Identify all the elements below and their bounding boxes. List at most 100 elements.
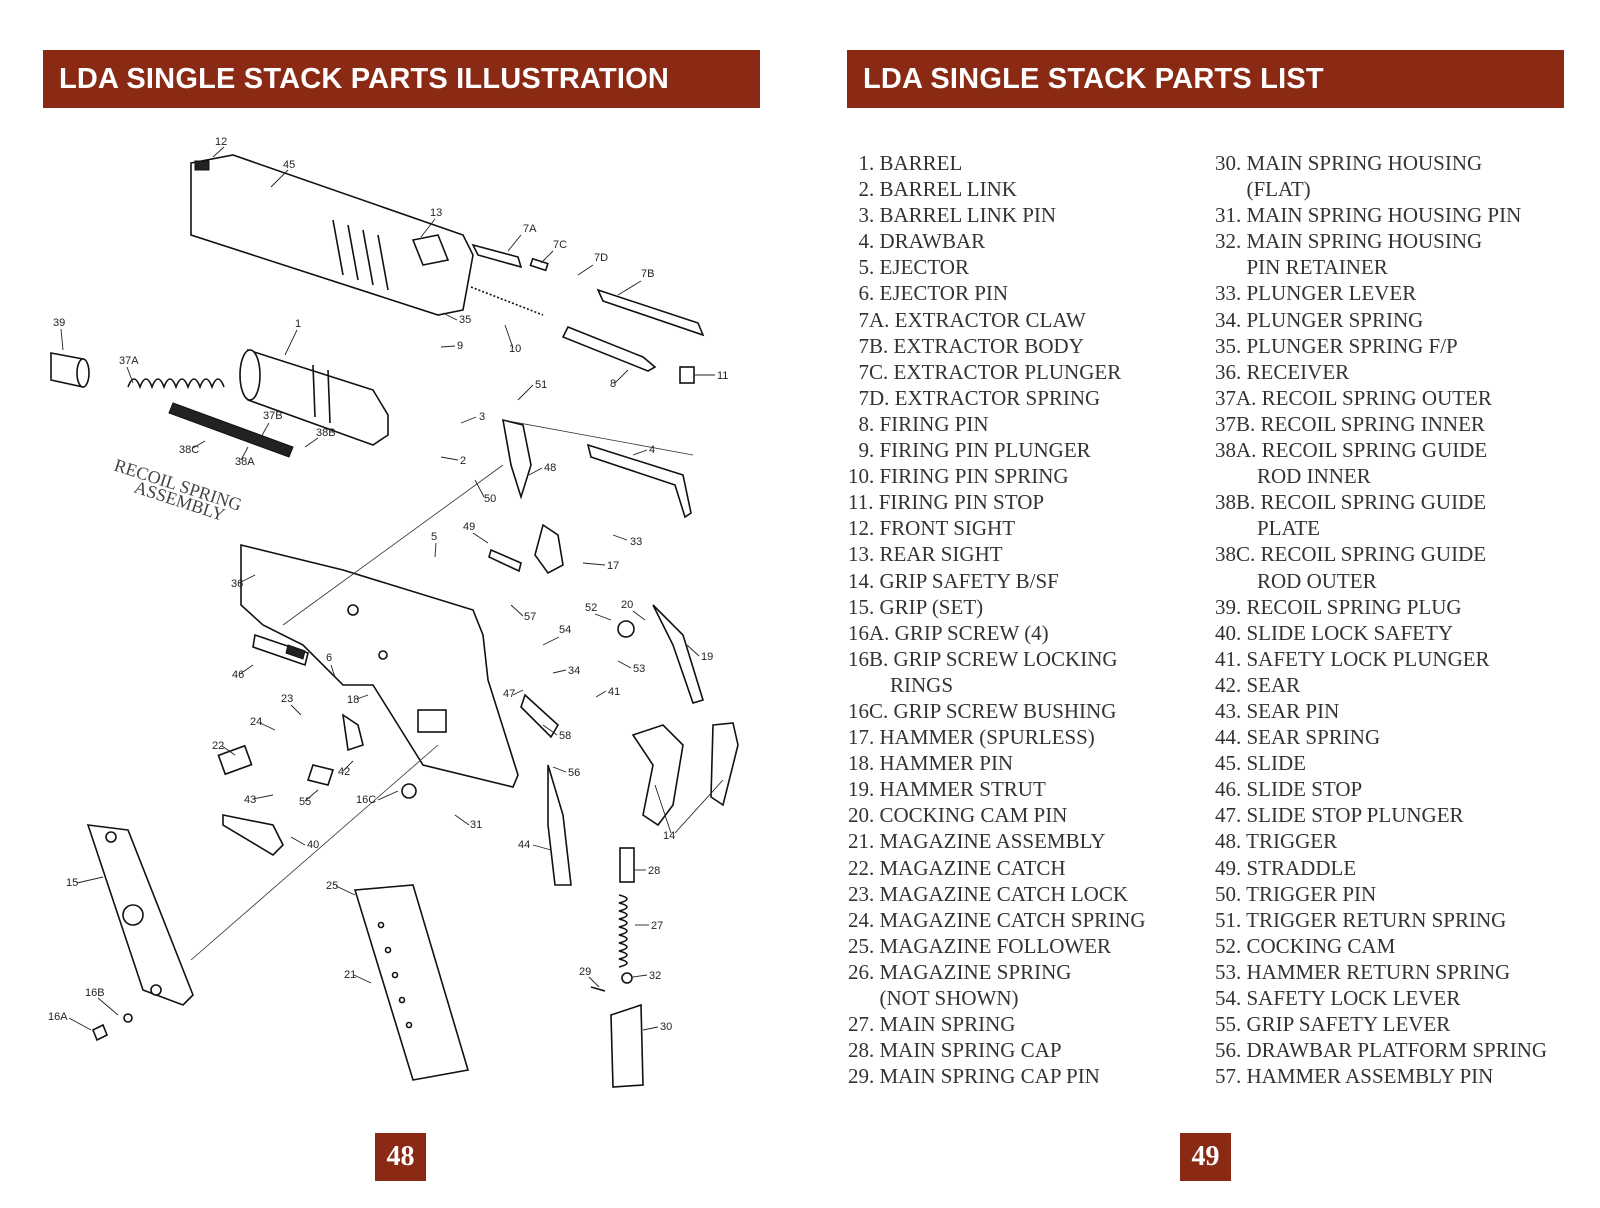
callout-35: 35 (459, 314, 471, 326)
parts-list-item: 42. SEAR (1215, 672, 1301, 697)
parts-list-item: (FLAT) (1215, 177, 1311, 202)
callout-17: 17 (607, 560, 619, 572)
callout-51: 51 (535, 379, 547, 391)
callout-36: 36 (231, 578, 243, 590)
parts-list-item: ROD INNER (1215, 464, 1371, 489)
parts-list-item: 32. MAIN SPRING HOUSING (1215, 229, 1483, 254)
callout-15: 15 (66, 877, 78, 889)
callout-7B: 7B (641, 268, 654, 280)
callout-47: 47 (503, 688, 515, 700)
parts-list-item: 23. MAGAZINE CATCH LOCK (848, 881, 1128, 906)
callout-6: 6 (326, 652, 332, 664)
callout-38B: 38B (316, 427, 336, 439)
callout-20: 20 (621, 599, 633, 611)
callout-7C: 7C (553, 239, 567, 251)
parts-list-item: 17. HAMMER (SPURLESS) (848, 725, 1095, 750)
callout-32: 32 (649, 970, 661, 982)
parts-list-item: 33. PLUNGER LEVER (1215, 281, 1417, 306)
parts-list-item: 53. HAMMER RETURN SPRING (1215, 959, 1511, 984)
parts-list-item: 15. GRIP (SET) (848, 594, 984, 619)
barrel-part (239, 348, 389, 446)
page-number-right: 49 (1180, 1133, 1231, 1181)
parts-list-item: 28. MAIN SPRING CAP (848, 1038, 1062, 1063)
parts-list-column-1: 1. BARREL 2. BARREL LINK 3. BARREL LINK … (848, 150, 1146, 1089)
parts-list-item: 56. DRAWBAR PLATFORM SPRING (1215, 1038, 1548, 1063)
parts-list-item: 49. STRADDLE (1215, 855, 1357, 880)
parts-list-item: 52. COCKING CAM (1215, 933, 1396, 958)
parts-list-item: 8. FIRING PIN (848, 411, 989, 436)
callout-14: 14 (663, 830, 675, 842)
callout-21: 21 (344, 969, 356, 981)
page-number-left: 48 (375, 1133, 426, 1181)
parts-list-item: 57. HAMMER ASSEMBLY PIN (1215, 1064, 1494, 1089)
callout-37B: 37B (263, 410, 283, 422)
parts-list-item: 26. MAGAZINE SPRING (848, 959, 1072, 984)
parts-list-item: 7D. EXTRACTOR SPRING (848, 385, 1101, 410)
parts-list-item: 50. TRIGGER PIN (1215, 881, 1377, 906)
parts-list-item: 12. FRONT SIGHT (848, 516, 1016, 541)
parts-list-item: ROD OUTER (1215, 568, 1377, 593)
callout-45: 45 (283, 159, 295, 171)
parts-list-item: PIN RETAINER (1215, 255, 1388, 280)
callout-53: 53 (633, 663, 645, 675)
parts-list-item: 21. MAGAZINE ASSEMBLY (848, 829, 1106, 854)
callout-40: 40 (307, 839, 319, 851)
parts-list-item: 30. MAIN SPRING HOUSING (1215, 151, 1483, 175)
parts-list-item: 55. GRIP SAFETY LEVER (1215, 1012, 1451, 1037)
parts-list-item: 38A. RECOIL SPRING GUIDE (1215, 438, 1488, 463)
magazine-part (353, 884, 470, 1081)
callout-23: 23 (281, 693, 293, 705)
parts-list-item: 5. EJECTOR (848, 255, 969, 280)
parts-list-item: 51. TRIGGER RETURN SPRING (1215, 907, 1507, 932)
callout-leader-lines (60, 146, 724, 1031)
grip-panel (86, 824, 194, 1042)
callout-42: 42 (338, 766, 350, 778)
right-page-title: LDA SINGLE STACK PARTS LIST (847, 50, 1564, 108)
callout-25: 25 (326, 880, 338, 892)
callout-41: 41 (608, 686, 620, 698)
callout-10: 10 (509, 343, 521, 355)
parts-list-item: 47. SLIDE STOP PLUNGER (1215, 803, 1464, 828)
parts-list-item: 37B. RECOIL SPRING INNER (1215, 411, 1485, 436)
callout-2: 2 (460, 455, 466, 467)
parts-list-item: 1. BARREL (848, 151, 963, 175)
main-spring-parts (590, 847, 644, 1088)
parts-list-item: RINGS (848, 672, 954, 697)
callout-46: 46 (232, 669, 244, 681)
parts-list-column-2: 30. MAIN SPRING HOUSING (FLAT)31. MAIN S… (1215, 150, 1547, 1089)
callout-7D: 7D (594, 252, 608, 264)
callout-38A: 38A (235, 456, 255, 468)
parts-list-item: 45. SLIDE (1215, 751, 1306, 776)
callout-3: 3 (479, 411, 485, 423)
callout-13: 13 (430, 207, 442, 219)
callout-16C: 16C (356, 794, 376, 806)
callout-27: 27 (651, 920, 663, 932)
callout-57: 57 (524, 611, 536, 623)
parts-list-item: 6. EJECTOR PIN (848, 281, 1009, 306)
parts-list-item: 36. RECEIVER (1215, 359, 1350, 384)
extractor-parts (470, 243, 705, 384)
parts-list-item: 24. MAGAZINE CATCH SPRING (848, 907, 1146, 932)
parts-list-item: 7C. EXTRACTOR PLUNGER (848, 359, 1122, 384)
parts-list-item: 43. SEAR PIN (1215, 698, 1340, 723)
callout-16A: 16A (48, 1011, 68, 1023)
callout-7A: 7A (523, 223, 537, 235)
parts-list-item: 35. PLUNGER SPRING F/P (1215, 333, 1458, 358)
parts-list-item: 7B. EXTRACTOR BODY (848, 333, 1084, 358)
parts-list-item: 38B. RECOIL SPRING GUIDE (1215, 490, 1487, 515)
parts-list-item: 3. BARREL LINK PIN (848, 203, 1057, 228)
callout-24: 24 (250, 716, 262, 728)
lower-small-parts (217, 633, 417, 857)
callout-55: 55 (299, 796, 311, 808)
parts-list-item: 10. FIRING PIN SPRING (848, 464, 1069, 489)
parts-list-item: 31. MAIN SPRING HOUSING PIN (1215, 203, 1522, 228)
callout-16B: 16B (85, 987, 105, 999)
parts-list-item: 14. GRIP SAFETY B/SF (848, 568, 1059, 593)
callout-5: 5 (431, 531, 437, 543)
parts-list-item: 25. MAGAZINE FOLLOWER (848, 933, 1112, 958)
callout-22: 22 (212, 740, 224, 752)
parts-list-item: 38C. RECOIL SPRING GUIDE (1215, 542, 1487, 567)
callout-58: 58 (559, 730, 571, 742)
callout-43: 43 (244, 794, 256, 806)
callout-28: 28 (648, 865, 660, 877)
